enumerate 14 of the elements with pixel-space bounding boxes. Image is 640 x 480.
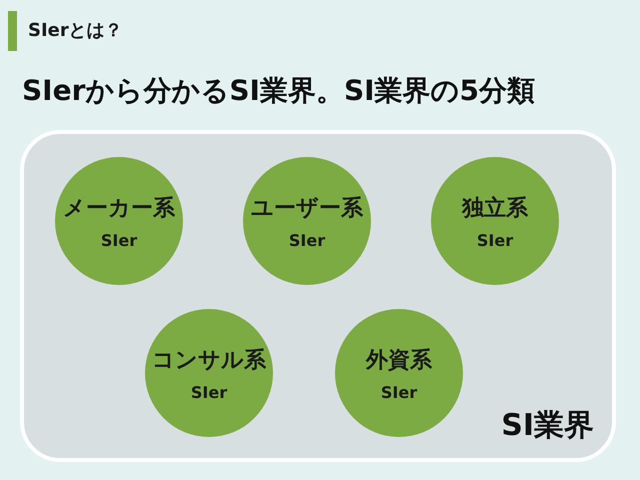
category-name: 外資系	[366, 346, 432, 374]
category-type: SIer	[380, 382, 418, 402]
title: SIerから分かるSI業界。SI業界の5分類	[22, 73, 536, 109]
area-label: SI業界	[501, 407, 594, 445]
industry-area	[20, 130, 616, 462]
category-type: SIer	[288, 230, 326, 250]
category-name: コンサル系	[152, 346, 266, 374]
category-name: メーカー系	[63, 194, 175, 222]
category-name: ユーザー系	[251, 194, 363, 222]
category-type: SIer	[190, 382, 228, 402]
section-heading: SIerとは？	[28, 19, 123, 42]
category-name: 独立系	[462, 194, 528, 222]
category-type: SIer	[476, 230, 514, 250]
category-type: SIer	[100, 230, 138, 250]
